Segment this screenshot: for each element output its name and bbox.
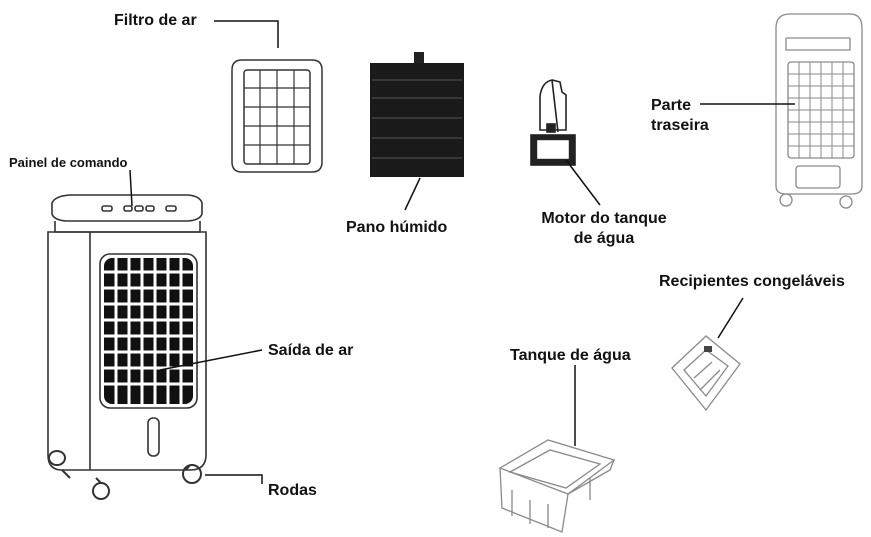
label-water-tank: Tanque de água xyxy=(510,347,631,364)
label-tank-motor: Motor do tanque de água xyxy=(534,209,674,249)
air-outlet-grille xyxy=(104,258,193,404)
label-back-part-line2: traseira xyxy=(651,117,709,134)
label-tank-motor-line1: Motor do tanque xyxy=(541,210,667,227)
label-control-panel: Painel de comando xyxy=(9,155,128,170)
label-air-outlet: Saída de ar xyxy=(268,342,354,359)
air-filter-drawing xyxy=(231,59,323,173)
air-cooler-front xyxy=(47,194,207,500)
label-tank-motor-line2: de água xyxy=(573,230,635,247)
wheels-drawing xyxy=(48,450,202,500)
wet-pad-drawing xyxy=(370,52,464,177)
back-part-drawing xyxy=(775,13,863,209)
label-wet-pad: Pano húmido xyxy=(346,219,448,236)
water-tank-motor-drawing xyxy=(530,79,576,166)
water-tank-drawing xyxy=(498,439,616,533)
control-panel-buttons xyxy=(101,205,177,212)
leader-lines xyxy=(129,20,795,484)
label-back-part: Parte traseira xyxy=(651,96,709,136)
label-back-part-line1: Parte xyxy=(651,97,692,114)
label-air-filter: Filtro de ar xyxy=(114,12,197,29)
label-wheels: Rodas xyxy=(268,482,317,499)
freezable-containers-drawing xyxy=(671,335,741,412)
label-freezable-containers: Recipientes congeláveis xyxy=(659,273,845,290)
